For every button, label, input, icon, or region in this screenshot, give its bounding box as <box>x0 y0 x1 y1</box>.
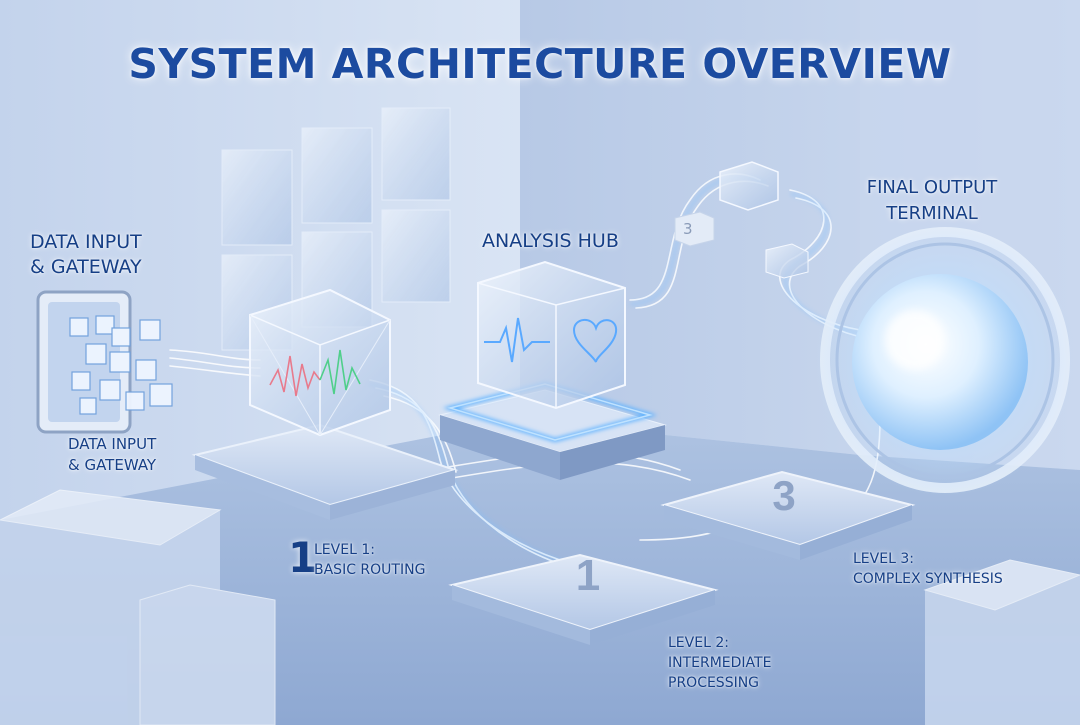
routing-prism <box>249 288 391 437</box>
input-sublabel: DATA INPUT & GATEWAY <box>68 434 156 476</box>
output-label-line2: TERMINAL <box>886 203 978 224</box>
level-1-number: 1 <box>288 533 318 582</box>
level-3-engraved-number: 3 <box>772 472 795 519</box>
level-1-plate <box>191 423 459 520</box>
input-sublabel-line2: & GATEWAY <box>68 456 157 474</box>
level-2-plate: 1 <box>448 551 719 645</box>
output-label: FINAL OUTPUT TERMINAL <box>862 175 1002 227</box>
input-sublabel-line1: DATA INPUT <box>68 435 157 453</box>
analysis-hub <box>438 260 667 480</box>
level-1-label-line2: BASIC ROUTING <box>314 562 426 578</box>
output-terminal <box>815 224 1075 496</box>
level-1-label: LEVEL 1: BASIC ROUTING <box>314 540 425 580</box>
level-2-label-line1: LEVEL 2: <box>668 635 729 651</box>
level-3-label-line1: LEVEL 3: <box>853 551 914 567</box>
input-label: DATA INPUT & GATEWAY <box>30 230 142 280</box>
data-input-panel <box>36 290 173 434</box>
connector-marker: 3 <box>683 220 693 238</box>
level-2-engraved-number: 1 <box>576 551 600 600</box>
level-2-label-line2: INTERMEDIATE <box>668 655 772 671</box>
output-label-line1: FINAL OUTPUT <box>866 177 998 198</box>
level-3-plate: 3 <box>660 470 916 560</box>
connector-block <box>674 161 809 279</box>
hub-label: ANALYSIS HUB <box>482 230 619 252</box>
level-3-label-line2: COMPLEX SYNTHESIS <box>853 571 1003 587</box>
foreground-glass-blocks <box>0 489 1080 725</box>
level-1-label-line1: LEVEL 1: <box>314 542 375 558</box>
input-label-line2: & GATEWAY <box>30 256 142 278</box>
level-2-label: LEVEL 2: INTERMEDIATE PROCESSING <box>668 633 771 693</box>
page-title: SYSTEM ARCHITECTURE OVERVIEW <box>128 40 952 88</box>
level-2-label-line3: PROCESSING <box>668 675 760 691</box>
level-3-label: LEVEL 3: COMPLEX SYNTHESIS <box>853 549 1003 589</box>
input-label-line1: DATA INPUT <box>30 231 142 253</box>
